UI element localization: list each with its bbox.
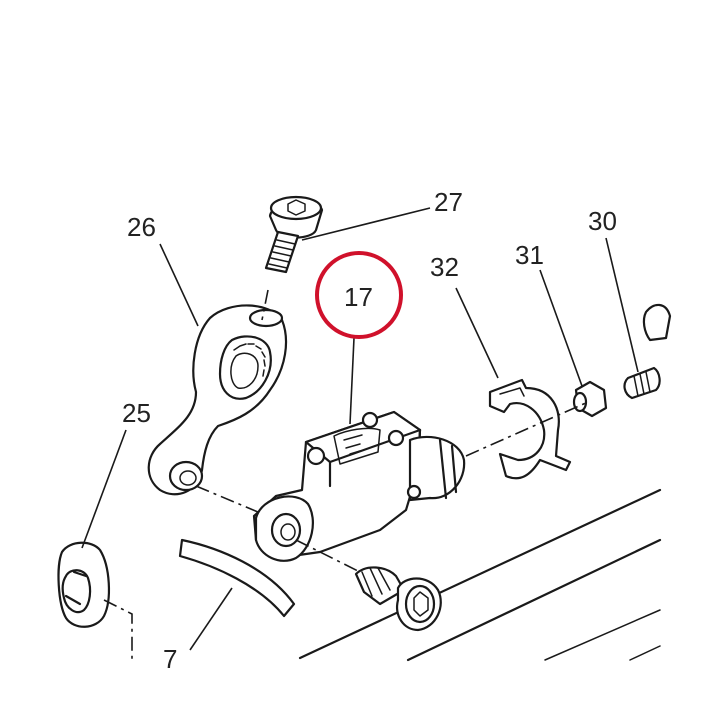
callout-26: 26 (127, 212, 156, 242)
screw-part-27 (264, 195, 324, 274)
callout-25: 25 (122, 398, 151, 428)
callout-30: 30 (588, 206, 617, 236)
callout-leaders (81, 207, 639, 651)
bottom-bolt (354, 566, 442, 632)
main-body-part-17 (252, 410, 466, 562)
callout-27: 27 (434, 187, 463, 217)
callout-17: 17 (344, 282, 373, 312)
callout-31: 31 (515, 240, 544, 270)
housing-outline (298, 488, 662, 662)
callout-32: 32 (430, 252, 459, 282)
callout-labels: 26 27 17 32 31 30 25 7 (122, 187, 617, 674)
washer-part-25 (57, 541, 111, 628)
strip-part-7 (178, 538, 296, 618)
nut-part-31 (572, 380, 608, 418)
clip-part-32 (488, 378, 572, 480)
centerlines (103, 289, 589, 660)
lever-arm-part-26 (147, 304, 288, 496)
highlight-ring (315, 251, 403, 339)
set-screw-part-30 (623, 303, 672, 400)
callout-7: 7 (163, 644, 177, 674)
